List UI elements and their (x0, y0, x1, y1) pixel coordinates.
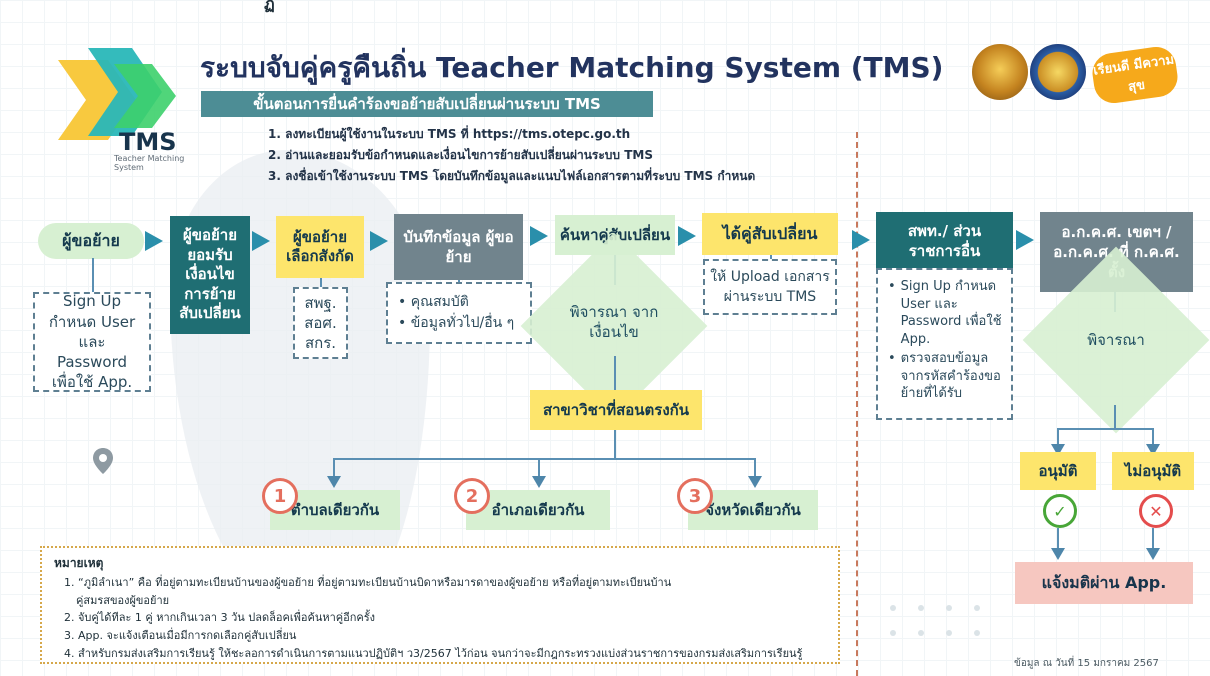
notes-box: หมายเหตุ 1. “ภูมิลำเนา” คือ ที่อยู่ตามทะ… (40, 546, 840, 664)
connector-line (1152, 428, 1154, 444)
decorative-dot (974, 630, 980, 636)
decorative-dot (946, 605, 952, 611)
location-pin-icon (92, 447, 114, 475)
logo-tagline: Teacher Matching System (114, 154, 185, 172)
office-note-1: •Sign Up กำหนด User และ Password เพื่อใช… (888, 279, 1002, 347)
arrow-down-icon (327, 476, 341, 488)
record-item-2: • ข้อมูลทั่วไป/อื่น ๆ (398, 315, 515, 331)
connector-line (320, 278, 322, 294)
note-line-1: 1. “ภูมิลำเนา” คือ ที่อยู่ตามทะเบียนบ้าน… (64, 576, 672, 590)
ministry-emblem (972, 44, 1028, 100)
applicant-node: ผู้ขอย้าย (38, 223, 144, 259)
affiliation-list-box: สพฐ. สอศ. สกร. (293, 287, 348, 359)
step-3: 3. ลงชื่อเข้าใช้งานระบบ TMS โดยบันทึกข้อ… (268, 169, 756, 183)
check-icon: ✓ (1043, 494, 1077, 528)
connector-line (614, 430, 616, 458)
connector-line (754, 458, 756, 476)
subtitle-banner: ขั้นตอนการยื่นคำร้องขอย้ายสับเปลี่ยนผ่าน… (201, 91, 653, 117)
cross-icon: ✕ (1139, 494, 1173, 528)
tms-logo: TMS Teacher Matching System (44, 44, 204, 172)
steps-list: 1. ลงทะเบียนผู้ใช้งานในระบบ TMS ที่ http… (268, 124, 755, 187)
choose-affiliation-node: ผู้ขอย้าย เลือกสังกัด (276, 216, 364, 278)
notes-title: หมายเหตุ (54, 556, 104, 570)
note-line-2: 2. จับคู่ได้ทีละ 1 คู่ หากเกินเวลา 3 วัน… (64, 611, 376, 625)
office-note-2: •ตรวจสอบข้อมูล จากรหัสคำร้องขอ ย้ายที่ได… (888, 351, 1001, 402)
consider-conditions-label: พิจารณา จากเงื่อนไข (569, 302, 659, 341)
arrow-icon (1016, 230, 1034, 250)
approve-node: อนุมัติ (1020, 452, 1096, 490)
consider-label: พิจารณา (1087, 330, 1145, 349)
arrow-icon (678, 226, 696, 246)
upload-note-box: ให้ Upload เอกสาร ผ่านระบบ TMS (703, 259, 837, 315)
same-subject-node: สาขาวิชาที่สอนตรงกัน (530, 390, 702, 430)
got-partner-node: ได้คู่สับเปลี่ยน (702, 213, 838, 255)
arrow-icon (370, 231, 388, 251)
connector-line (1114, 405, 1116, 429)
connector-line (333, 458, 335, 476)
connector-line (1057, 528, 1059, 550)
connector-line (92, 258, 94, 292)
connector-line (770, 255, 772, 260)
decorative-dot (890, 630, 896, 636)
logo-title: TMS (119, 128, 177, 156)
connector-line (1152, 528, 1154, 550)
note-line-4: 4. สำหรับกรมส่งเสริมการเรียนรู้ ให้ชะลอก… (64, 646, 803, 660)
arrow-down-icon (532, 476, 546, 488)
section-divider (856, 132, 858, 676)
same-district-node: อำเภอเดียวกัน (466, 490, 610, 530)
number-badge-1: 1 (262, 478, 298, 514)
connector-line (538, 458, 540, 476)
notify-result-node: แจ้งมติผ่าน App. (1015, 562, 1193, 604)
connector-line (1057, 428, 1059, 444)
decorative-dot (890, 605, 896, 611)
record-item-1: • คุณสมบัติ (398, 294, 469, 310)
data-date: ข้อมูล ณ วันที่ 15 มกราคม 2567 (1014, 658, 1159, 669)
reject-node: ไม่อนุมัติ (1112, 452, 1194, 490)
record-data-node: บันทึกข้อมูล ผู้ขอย้าย (394, 214, 523, 280)
decorative-dot (918, 630, 924, 636)
top-text-fragment: ฏ (264, 0, 275, 13)
record-items-box: • คุณสมบัติ • ข้อมูลทั่วไป/อื่น ๆ (386, 282, 532, 344)
connector-line (614, 356, 616, 394)
arrow-down-icon (1051, 548, 1065, 560)
office-notes-box: •Sign Up กำหนด User และ Password เพื่อใช… (876, 268, 1013, 420)
connector-line (1057, 428, 1154, 430)
arrow-icon (530, 226, 548, 246)
accept-conditions-node: ผู้ขอย้าย ยอมรับ เงื่อนไข การย้าย สับเปล… (170, 216, 250, 334)
page-title: ระบบจับคู่ครูคืนถิ่น Teacher Matching Sy… (200, 51, 944, 84)
decorative-dot (974, 605, 980, 611)
decorative-dot (946, 630, 952, 636)
office-node: สพท./ ส่วนราชการอื่น (876, 212, 1013, 270)
arrow-icon (145, 231, 163, 251)
decorative-dot (918, 605, 924, 611)
step-1: 1. ลงทะเบียนผู้ใช้งานในระบบ TMS ที่ http… (268, 127, 631, 141)
number-badge-2: 2 (454, 478, 490, 514)
royal-emblem (1030, 44, 1086, 100)
arrow-down-icon (748, 476, 762, 488)
step-2: 2. อ่านและยอมรับข้อกำหนดและเงื่อนไขการย้… (268, 148, 653, 162)
connector-line (333, 458, 756, 460)
arrow-icon (252, 231, 270, 251)
number-badge-3: 3 (677, 478, 713, 514)
note-line-1b: คู่สมรสของผู้ขอย้าย (76, 593, 170, 607)
arrow-icon (852, 230, 870, 250)
arrow-down-icon (1146, 548, 1160, 560)
note-line-3: 3. App. จะแจ้งเตือนเมื่อมีการกดเลือกคู่ส… (64, 628, 297, 642)
applicant-note-box: Sign Up กำหนด User และ Password เพื่อใช้… (33, 292, 151, 392)
